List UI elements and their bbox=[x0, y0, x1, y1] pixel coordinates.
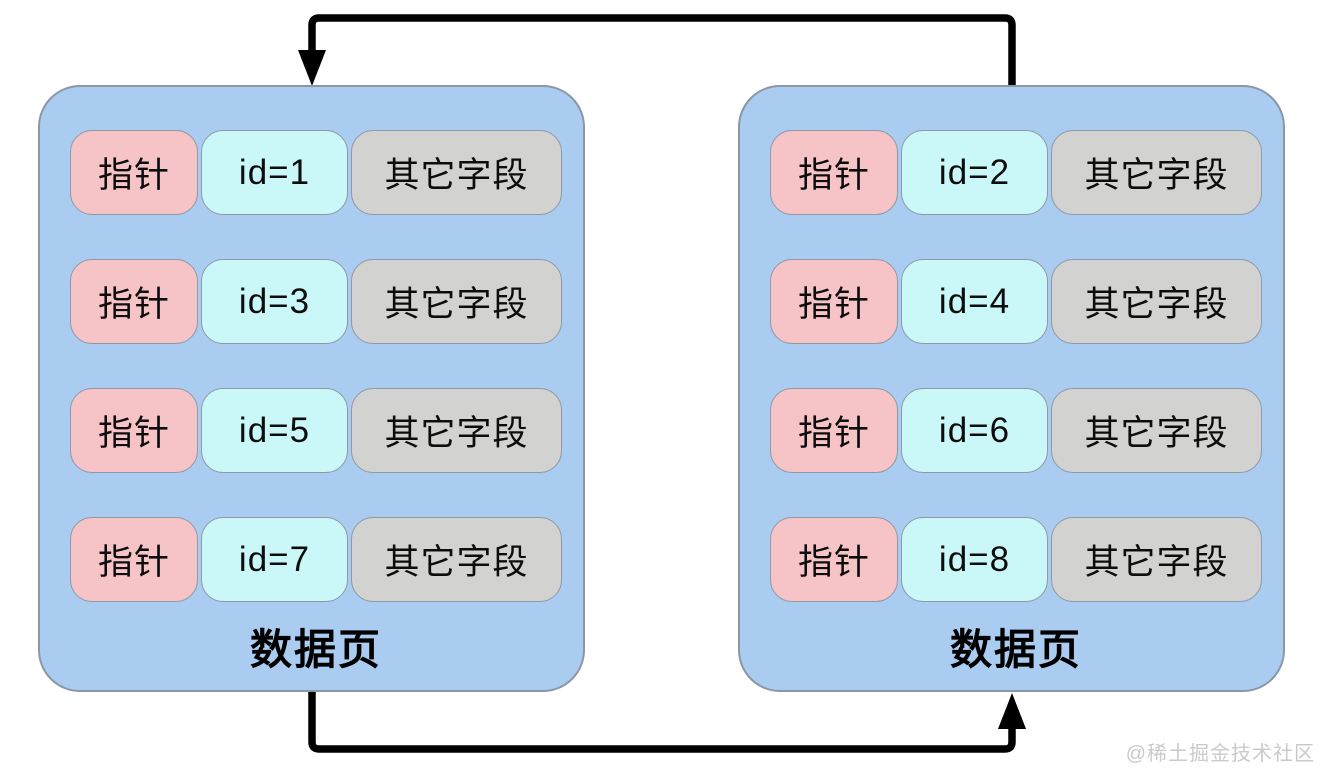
record-row: 指针 id=1 其它字段 bbox=[70, 130, 562, 215]
record-row: 指针 id=6 其它字段 bbox=[770, 388, 1262, 473]
pointer-cell: 指针 bbox=[770, 388, 898, 473]
other-fields-cell: 其它字段 bbox=[1051, 259, 1262, 344]
page-label: 数据页 bbox=[949, 625, 1082, 673]
id-cell: id=4 bbox=[901, 259, 1048, 344]
id-cell: id=6 bbox=[901, 388, 1048, 473]
record-rows: 指针 id=1 其它字段 指针 id=3 其它字段 指针 id=5 其它字段 指… bbox=[70, 130, 562, 602]
pointer-cell: 指针 bbox=[770, 130, 898, 215]
data-page-right: 指针 id=2 其它字段 指针 id=4 其它字段 指针 id=6 其它字段 指… bbox=[738, 85, 1285, 692]
watermark: @稀土掘金技术社区 bbox=[1125, 743, 1315, 765]
id-cell: id=2 bbox=[901, 130, 1048, 215]
record-row: 指针 id=4 其它字段 bbox=[770, 259, 1262, 344]
record-rows: 指针 id=2 其它字段 指针 id=4 其它字段 指针 id=6 其它字段 指… bbox=[770, 130, 1262, 602]
other-fields-cell: 其它字段 bbox=[1051, 517, 1262, 602]
other-fields-cell: 其它字段 bbox=[351, 259, 562, 344]
page-label: 数据页 bbox=[249, 625, 382, 673]
id-cell: id=3 bbox=[201, 259, 348, 344]
record-row: 指针 id=5 其它字段 bbox=[70, 388, 562, 473]
pointer-cell: 指针 bbox=[770, 517, 898, 602]
pointer-cell: 指针 bbox=[70, 517, 198, 602]
id-cell: id=1 bbox=[201, 130, 348, 215]
record-row: 指针 id=3 其它字段 bbox=[70, 259, 562, 344]
record-row: 指针 id=2 其它字段 bbox=[770, 130, 1262, 215]
other-fields-cell: 其它字段 bbox=[351, 517, 562, 602]
arrow-up-icon bbox=[998, 693, 1026, 729]
other-fields-cell: 其它字段 bbox=[351, 130, 562, 215]
pointer-cell: 指针 bbox=[770, 259, 898, 344]
data-page-left: 指针 id=1 其它字段 指针 id=3 其它字段 指针 id=5 其它字段 指… bbox=[38, 85, 585, 692]
id-cell: id=8 bbox=[901, 517, 1048, 602]
arrow-down-icon bbox=[298, 50, 326, 86]
record-row: 指针 id=7 其它字段 bbox=[70, 517, 562, 602]
record-row: 指针 id=8 其它字段 bbox=[770, 517, 1262, 602]
other-fields-cell: 其它字段 bbox=[351, 388, 562, 473]
pointer-cell: 指针 bbox=[70, 388, 198, 473]
arrow-top-line bbox=[308, 14, 1016, 86]
id-cell: id=5 bbox=[201, 388, 348, 473]
pointer-cell: 指针 bbox=[70, 259, 198, 344]
id-cell: id=7 bbox=[201, 517, 348, 602]
arrow-bottom-line bbox=[308, 692, 1016, 753]
other-fields-cell: 其它字段 bbox=[1051, 130, 1262, 215]
pointer-cell: 指针 bbox=[70, 130, 198, 215]
other-fields-cell: 其它字段 bbox=[1051, 388, 1262, 473]
